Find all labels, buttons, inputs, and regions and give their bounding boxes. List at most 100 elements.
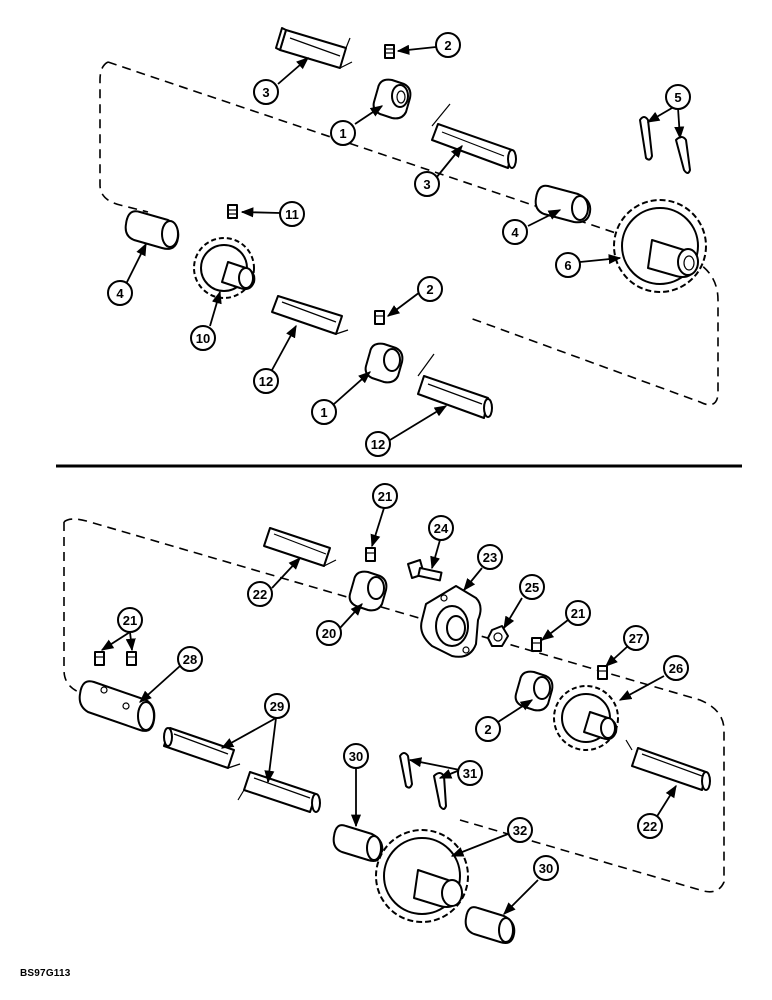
svg-text:32: 32 (513, 823, 527, 838)
shaft-part-22 (263, 527, 337, 567)
bushing-part-4 (534, 184, 592, 224)
svg-text:2: 2 (444, 38, 451, 53)
callout-4-second: 4 (107, 280, 133, 306)
callout-29: 29 (264, 693, 290, 719)
svg-text:2: 2 (426, 282, 433, 297)
sprocket-part-32 (375, 829, 469, 923)
callout-26: 26 (663, 655, 689, 681)
svg-text:21: 21 (571, 606, 585, 621)
svg-text:25: 25 (525, 580, 539, 595)
svg-text:24: 24 (434, 521, 449, 536)
svg-text:26: 26 (669, 661, 683, 676)
callout-4: 4 (502, 219, 528, 245)
set-screw-part-11 (227, 204, 238, 219)
callout-11: 11 (279, 201, 305, 227)
svg-text:20: 20 (322, 626, 336, 641)
svg-text:31: 31 (463, 766, 477, 781)
callout-10: 10 (190, 325, 216, 351)
callout-2-second: 2 (417, 276, 443, 302)
svg-text:1: 1 (339, 126, 346, 141)
callout-23: 23 (477, 544, 503, 570)
shaft-part-12-second (417, 353, 493, 419)
callout-25: 25 (519, 574, 545, 600)
set-screw-part-2-second (374, 310, 385, 325)
callout-2: 2 (435, 32, 461, 58)
svg-text:21: 21 (378, 489, 392, 504)
callout-32: 32 (507, 817, 533, 843)
callout-22: 22 (247, 581, 273, 607)
upper-assembly-dashed-outline (99, 61, 719, 406)
set-screw-part-27 (597, 665, 608, 680)
bushing-part-4-left (124, 210, 180, 250)
callout-12-second: 12 (365, 431, 391, 457)
callout-6: 6 (555, 252, 581, 278)
svg-text:1: 1 (320, 405, 327, 420)
callout-21-second: 21 (565, 600, 591, 626)
callout-1-second: 1 (311, 399, 337, 425)
svg-text:6: 6 (564, 258, 571, 273)
cotter-pin-part-31 (399, 752, 447, 810)
callout-3-second: 3 (414, 171, 440, 197)
upper-assembly (99, 27, 719, 419)
collar-part-1 (372, 78, 412, 120)
sprocket-part-26 (553, 685, 619, 751)
callout-3: 3 (253, 79, 279, 105)
collar-part-20 (348, 570, 388, 612)
svg-text:4: 4 (116, 286, 124, 301)
svg-text:12: 12 (259, 374, 273, 389)
set-screw-part-21-left-a (94, 651, 105, 666)
bearing-flange-part-23 (420, 585, 482, 658)
cotter-pin-part-5 (639, 116, 691, 174)
shaft-part-29-second (237, 771, 321, 813)
callout-21: 21 (372, 483, 398, 509)
svg-text:2: 2 (484, 722, 491, 737)
lower-assembly-dashed-outline (63, 518, 725, 893)
callout-21-third: 21 (117, 607, 143, 633)
callout-5: 5 (665, 84, 691, 110)
set-screw-part-21-right (531, 637, 542, 652)
svg-text:22: 22 (643, 819, 657, 834)
svg-text:4: 4 (511, 225, 519, 240)
leader-lines (100, 44, 685, 915)
svg-text:27: 27 (629, 631, 643, 646)
bushing-part-30-second (464, 906, 516, 944)
set-screw-part-2 (384, 44, 395, 59)
callout-22-second: 22 (637, 813, 663, 839)
callout-1: 1 (330, 120, 356, 146)
callout-20: 20 (316, 620, 342, 646)
set-screw-part-21 (365, 547, 376, 562)
collar-part-2 (514, 670, 554, 712)
svg-text:29: 29 (270, 699, 284, 714)
lower-assembly (63, 518, 725, 944)
callouts: 2 3 5 1 3 11 4 6 4 2 10 12 1 12 21 24 23… (107, 32, 691, 881)
callout-30: 30 (343, 743, 369, 769)
svg-text:3: 3 (423, 177, 430, 192)
figure-code: BS97G113 (20, 968, 71, 979)
set-screw-part-21-left-b (126, 651, 137, 666)
callout-2-lower: 2 (475, 716, 501, 742)
shaft-part-3-second (431, 103, 517, 169)
callout-12: 12 (253, 368, 279, 394)
nut-part-25 (487, 625, 509, 647)
callout-31: 31 (457, 760, 483, 786)
shaft-part-12 (271, 295, 349, 335)
callout-28: 28 (177, 646, 203, 672)
shaft-part-29 (163, 727, 241, 769)
shaft-part-3 (275, 27, 353, 69)
svg-text:10: 10 (196, 331, 210, 346)
svg-text:21: 21 (123, 613, 137, 628)
svg-text:30: 30 (349, 749, 363, 764)
svg-text:22: 22 (253, 587, 267, 602)
bolt-part-24 (407, 559, 443, 582)
sprocket-part-10 (193, 237, 256, 299)
sprocket-part-6 (613, 199, 707, 293)
bushing-part-30 (332, 824, 384, 862)
svg-text:23: 23 (483, 550, 497, 565)
svg-text:28: 28 (183, 652, 197, 667)
callout-27: 27 (623, 625, 649, 651)
coupler-part-28 (78, 680, 156, 732)
shaft-part-22-second (625, 739, 711, 791)
svg-text:12: 12 (371, 437, 385, 452)
callout-24: 24 (428, 515, 454, 541)
